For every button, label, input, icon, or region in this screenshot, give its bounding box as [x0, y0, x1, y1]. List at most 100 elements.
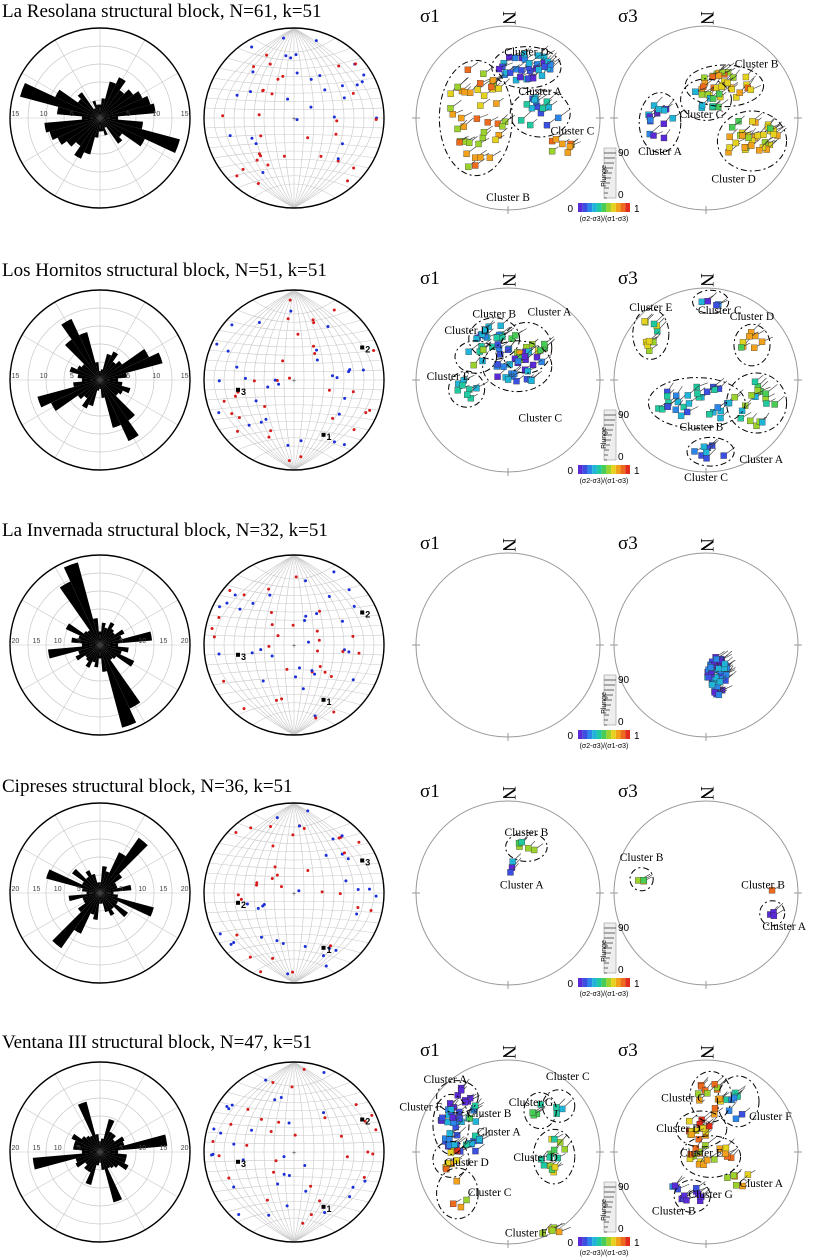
colorbar-swatch: [587, 203, 593, 212]
stress-glyph: [521, 353, 529, 360]
stress-glyph: [771, 401, 778, 408]
stress-glyph: [549, 1227, 556, 1234]
rose-petal: [64, 339, 100, 380]
cluster-outline: [505, 832, 548, 862]
pole-dot: [306, 136, 310, 140]
rose-petal: [100, 873, 123, 893]
pole-dot: [313, 352, 317, 356]
rose-tick-label: 5: [119, 1145, 123, 1152]
pole-dot: [276, 1182, 280, 1186]
cluster-outline: [448, 370, 486, 408]
stress-glyph: [533, 354, 541, 361]
stress-glyph: [451, 1141, 458, 1148]
stress-glyph: [535, 66, 542, 74]
pole-dot: [306, 809, 310, 813]
pole-dot: [245, 902, 249, 906]
stress-glyph: [684, 408, 691, 416]
pole-dot: [303, 1164, 307, 1168]
pole-dot: [222, 399, 226, 403]
plunge-max: 90: [618, 148, 630, 159]
stress-glyph: [684, 392, 692, 399]
pole-dot: [269, 610, 273, 614]
rose-petal: [99, 380, 101, 389]
stress-glyph: [450, 1200, 457, 1207]
rose-petal: [94, 645, 100, 668]
rose-petal: [100, 89, 134, 118]
colorbar-swatch: [625, 465, 630, 474]
pole-dot: [354, 1103, 358, 1107]
stress-glyph: [454, 1092, 461, 1099]
rose-petal: [100, 893, 109, 913]
plunge-label: Plunge: [601, 692, 608, 714]
pole-dot: [323, 1116, 327, 1120]
stress-glyph: [737, 415, 744, 422]
stress-glyph: [552, 136, 560, 143]
net-parallel: [204, 387, 384, 391]
cluster-outline: [436, 1080, 479, 1114]
pole-dot: [238, 607, 242, 611]
stereonet: +231: [203, 554, 385, 736]
pole-dot: [348, 368, 352, 372]
pole-dot: [235, 93, 239, 97]
colorbar-swatch: [606, 730, 612, 739]
cluster-label: Cluster D: [730, 311, 774, 323]
colorbar-swatch: [587, 978, 593, 987]
plunge-min: 0: [618, 190, 624, 201]
rose-petal: [100, 349, 149, 380]
stress-glyph: [497, 322, 504, 329]
rose-outline: [9, 1061, 191, 1243]
pole-label: 1: [327, 1204, 332, 1214]
rose-petal: [75, 645, 100, 661]
stress-glyph: [685, 400, 693, 407]
rose-petal: [100, 1150, 119, 1154]
rose-petal: [100, 91, 143, 118]
pole-dot: [275, 816, 279, 820]
colorbar-swatch: [606, 203, 612, 212]
cluster-label: Cluster A: [477, 1126, 521, 1138]
rose-petal: [100, 118, 104, 132]
pole-dot: [286, 443, 290, 447]
pole-dot: [315, 612, 319, 616]
rose-grid-spoke: [54, 39, 101, 119]
stress-glyph: [698, 1193, 705, 1200]
pole-dot: [288, 376, 292, 380]
pole-dot: [304, 579, 308, 583]
cluster-label: Cluster C: [661, 1092, 705, 1104]
stress-glyph: [687, 1151, 694, 1158]
stress-glyph: [650, 102, 658, 109]
stress-glyph: [715, 90, 723, 98]
rose-petal: [77, 365, 100, 380]
net-parallel: [237, 1209, 351, 1223]
rose-petal: [85, 645, 100, 658]
stress-glyph: [695, 1090, 702, 1097]
rose-petal: [37, 380, 100, 408]
stress-glyph: [770, 912, 778, 919]
pole-dot: [261, 679, 265, 683]
stress-glyph: [493, 100, 500, 107]
pole-dot: [340, 834, 344, 838]
cluster-outline: [500, 321, 553, 374]
pole-dot: [342, 851, 346, 855]
pole-dot: [351, 91, 355, 95]
net-parallel: [204, 1141, 384, 1145]
rose-petal: [100, 1134, 168, 1152]
pole-dot: [311, 318, 315, 322]
ratio-label: (σ2-σ3)/(σ1-σ3): [580, 478, 629, 485]
net-parallel: [219, 159, 369, 169]
net-parallel: [209, 862, 379, 869]
stress-glyph: [494, 361, 501, 368]
stress-glyph: [705, 674, 712, 681]
rose-petal: [100, 645, 117, 660]
pole-dot: [324, 853, 328, 857]
pole-dot: [226, 349, 230, 353]
rose-tick-label: 10: [153, 373, 161, 380]
pole-dot: [237, 416, 241, 420]
north-label: N: [498, 273, 519, 287]
pole-dot: [267, 1213, 271, 1217]
pole-dot: [374, 118, 378, 122]
